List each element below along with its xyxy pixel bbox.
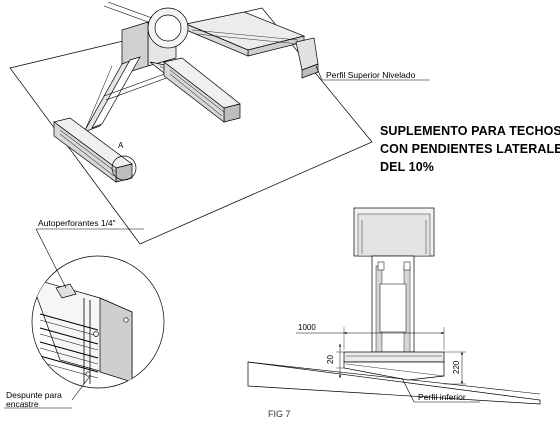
title-line-3: DEL 10% bbox=[380, 160, 434, 174]
perfil-superior-label: Perfil Superior Nivelado bbox=[326, 70, 416, 80]
front-leg bbox=[83, 56, 141, 133]
sloped-roof bbox=[247, 361, 541, 405]
despunte-label-line1: Despunte para bbox=[6, 390, 62, 400]
detail-a-view bbox=[4, 228, 165, 409]
detail-marker-a: A bbox=[118, 141, 124, 150]
dim-right-height-label: 220 bbox=[452, 360, 461, 374]
rear-base-rail bbox=[163, 57, 241, 123]
despunte-label-line2: encastre bbox=[6, 399, 39, 409]
dim-left-height-label: 20 bbox=[326, 355, 335, 364]
front-base-rail bbox=[53, 117, 137, 183]
top-panel bbox=[184, 11, 319, 79]
autoperforantes-label: Autoperforantes 1/4" bbox=[38, 218, 116, 228]
title-line-2: CON PENDIENTES LATERALES bbox=[380, 142, 560, 156]
dim-width-label: 1000 bbox=[298, 323, 316, 332]
detail-a-frame bbox=[31, 255, 165, 389]
base-rail bbox=[343, 351, 445, 363]
isometric-view bbox=[9, 1, 430, 245]
figure-caption: FIG 7 bbox=[268, 409, 291, 419]
pivot-housing bbox=[103, 1, 189, 75]
title-line-1: SUPLEMENTO PARA TECHOS bbox=[380, 124, 560, 138]
detail-a-circle bbox=[111, 155, 137, 181]
perfil-inferior bbox=[343, 361, 445, 381]
front-elevation bbox=[247, 207, 541, 405]
perfil-inferior-label: Perfil inferior bbox=[418, 392, 466, 402]
